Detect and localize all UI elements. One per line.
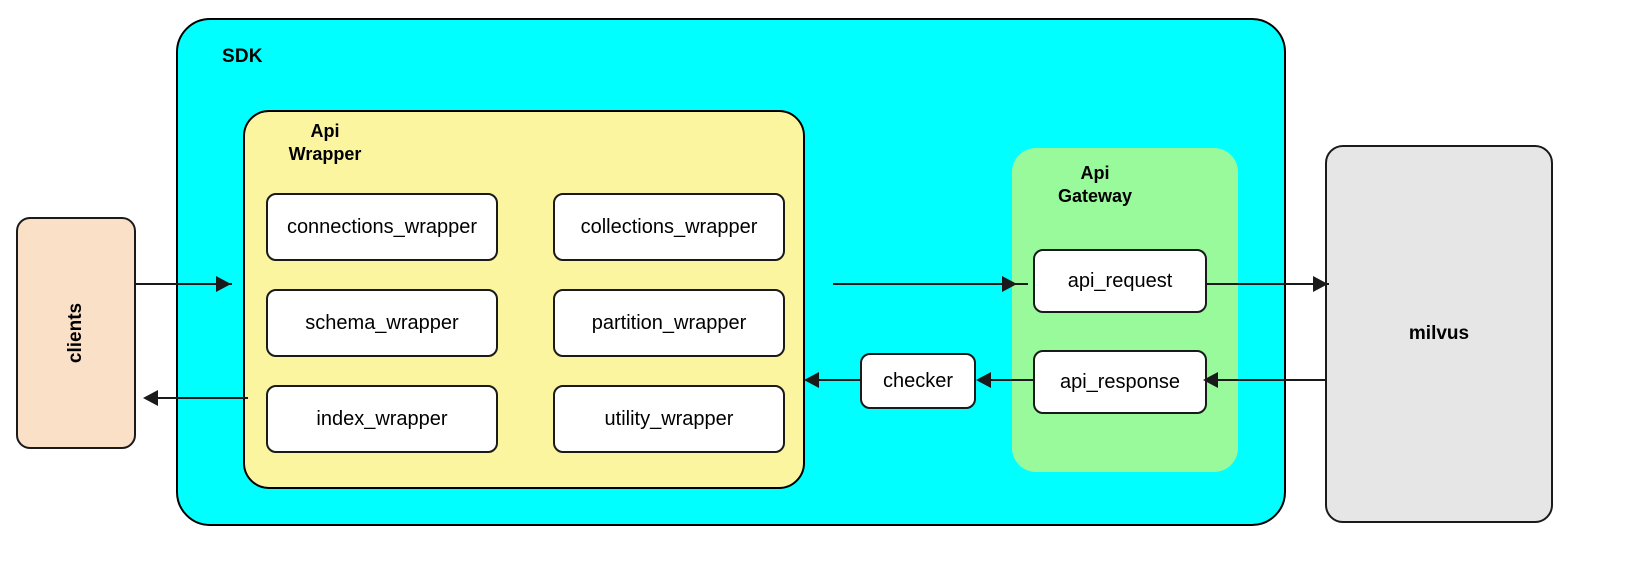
node-partition-wrapper[interactable]: partition_wrapper bbox=[553, 289, 785, 357]
edge-clients-to-sdk bbox=[136, 283, 232, 285]
node-utility-wrapper[interactable]: utility_wrapper bbox=[553, 385, 785, 453]
node-checker[interactable]: checker bbox=[860, 353, 976, 409]
edge-checker-to-api-wrapper bbox=[808, 379, 860, 381]
node-api-response[interactable]: api_response bbox=[1033, 350, 1207, 414]
node-connections-wrapper[interactable]: connections_wrapper bbox=[266, 193, 498, 261]
arrowhead-left-icon bbox=[143, 390, 158, 406]
node-milvus[interactable]: milvus bbox=[1325, 145, 1553, 523]
sdk-label: SDK bbox=[222, 46, 263, 67]
node-clients[interactable]: clients bbox=[16, 217, 136, 449]
arrowhead-right-icon bbox=[1002, 276, 1017, 292]
arrowhead-left-icon bbox=[804, 372, 819, 388]
edge-milvus-to-api-response bbox=[1207, 379, 1325, 381]
api-wrapper-label-line2: Wrapper bbox=[288, 144, 362, 165]
api-gateway-label-line2: Gateway bbox=[1057, 186, 1133, 207]
edge-api-request-to-milvus bbox=[1207, 283, 1329, 285]
node-api-request[interactable]: api_request bbox=[1033, 249, 1207, 313]
arrowhead-left-icon bbox=[1203, 372, 1218, 388]
arrowhead-right-icon bbox=[1313, 276, 1328, 292]
node-collections-wrapper[interactable]: collections_wrapper bbox=[553, 193, 785, 261]
api-gateway-label-line1: Api bbox=[1080, 163, 1110, 183]
api-gateway-label: Api Gateway bbox=[1036, 162, 1154, 208]
edge-api-wrapper-to-api-gateway bbox=[833, 283, 1028, 285]
api-wrapper-label: Api Wrapper bbox=[265, 120, 385, 166]
arrowhead-right-icon bbox=[216, 276, 231, 292]
node-index-wrapper[interactable]: index_wrapper bbox=[266, 385, 498, 453]
arrowhead-left-icon bbox=[976, 372, 991, 388]
api-wrapper-label-line1: Api bbox=[310, 121, 340, 141]
edge-api-response-to-checker bbox=[980, 379, 1033, 381]
node-schema-wrapper[interactable]: schema_wrapper bbox=[266, 289, 498, 357]
edge-sdk-to-clients bbox=[148, 397, 248, 399]
clients-label: clients bbox=[64, 302, 86, 364]
